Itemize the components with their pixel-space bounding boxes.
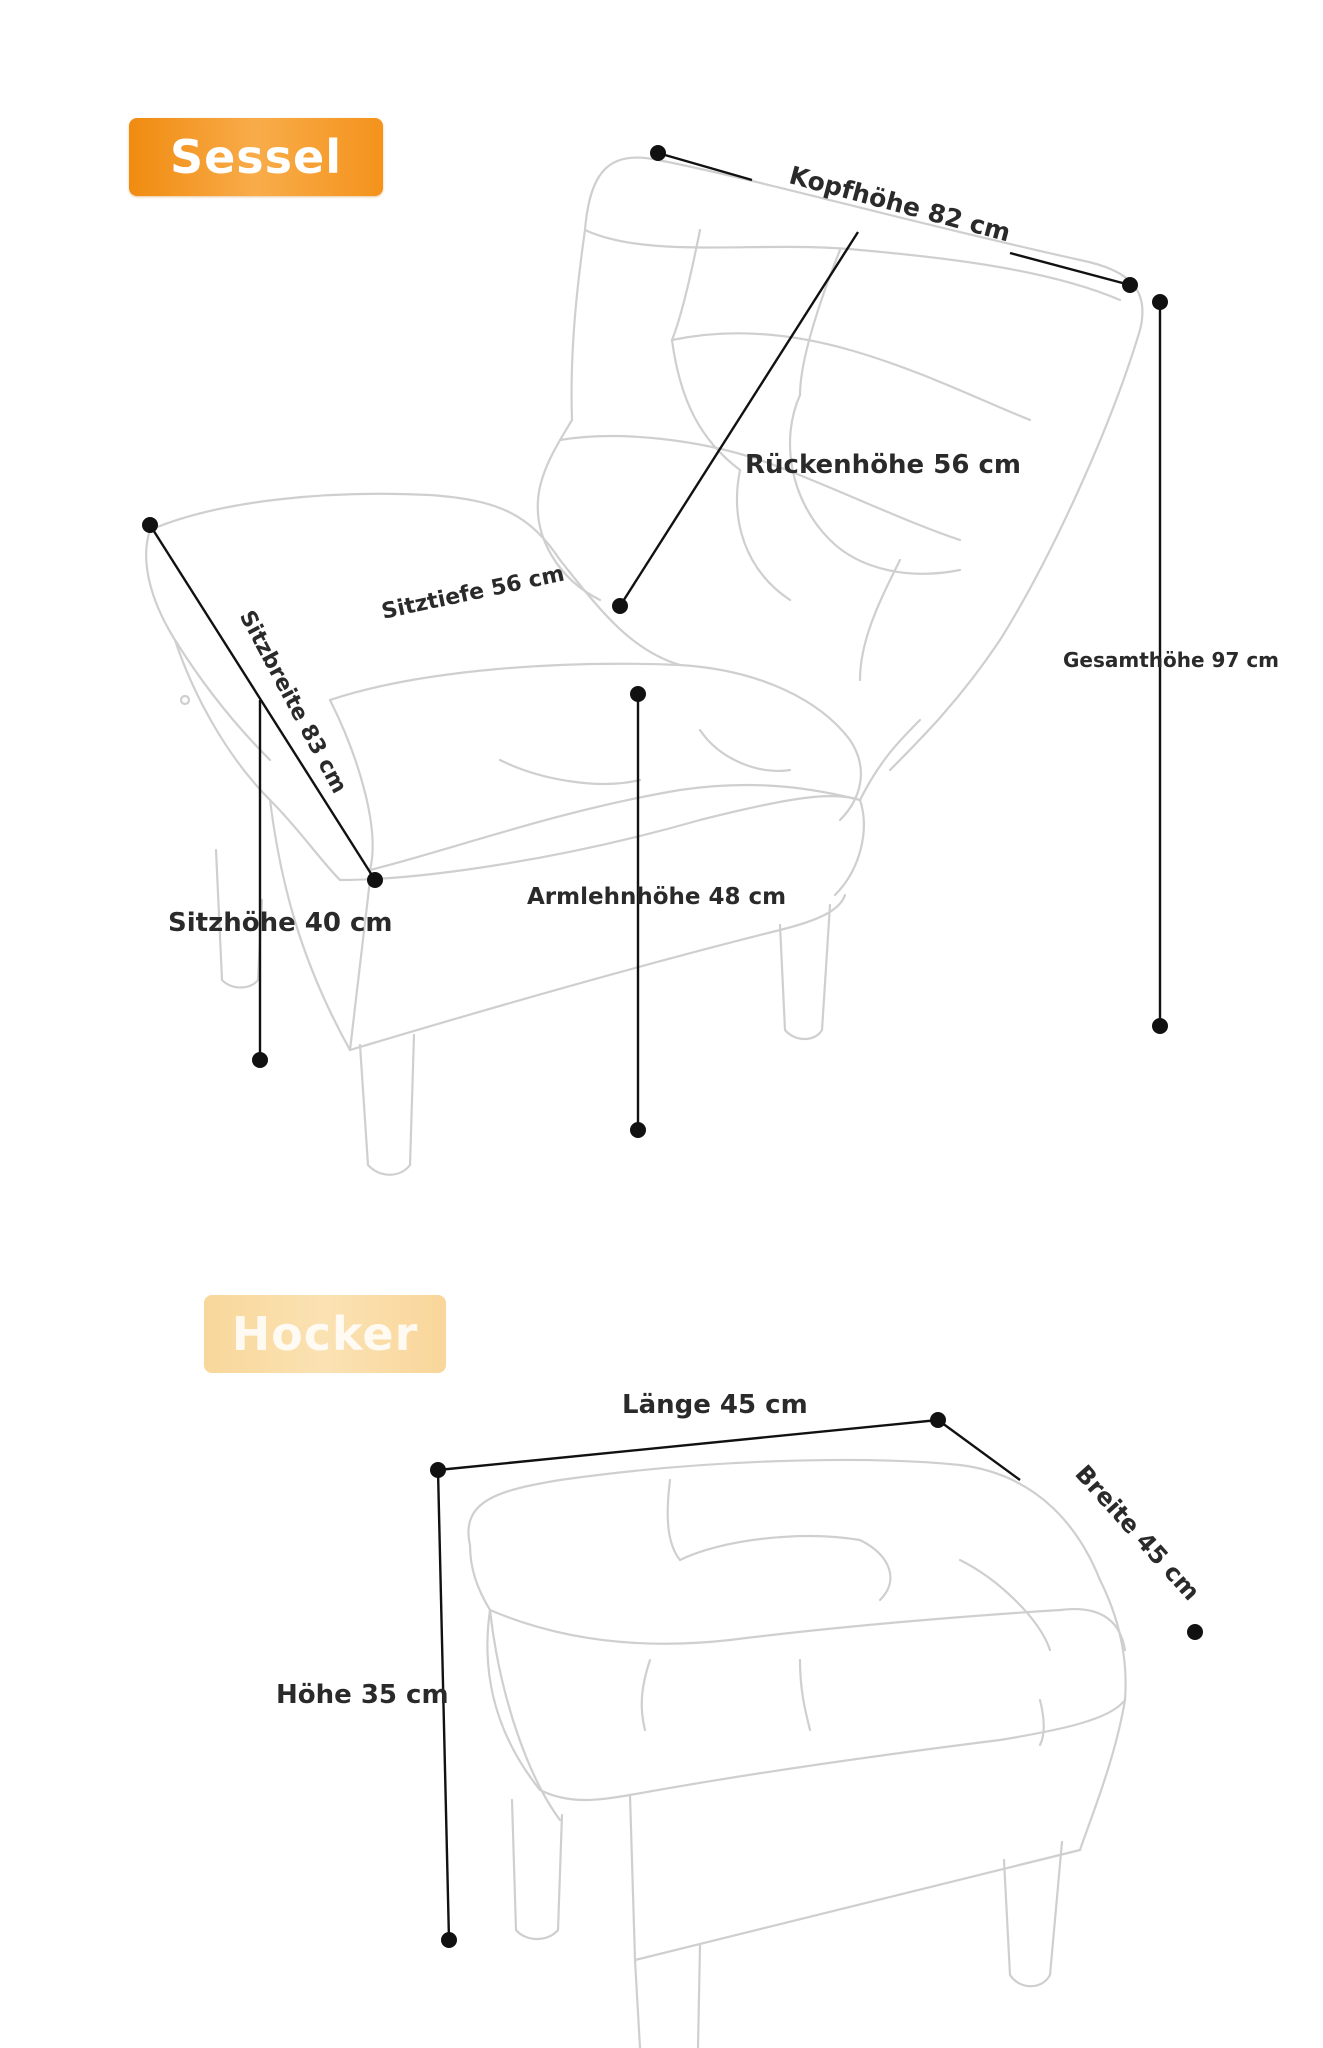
gesamthoehe-label: Gesamthöhe 97 cm	[1063, 648, 1280, 672]
endpoint-dot	[650, 145, 666, 161]
endpoint-dot	[1187, 1624, 1203, 1640]
endpoint-dot	[252, 1052, 268, 1068]
rueckenhoehe-label: Rückenhöhe 56 cm	[745, 450, 1021, 480]
endpoint-dot	[630, 686, 646, 702]
sitzhoehe-label: Sitzhöhe 40 cm	[168, 908, 393, 938]
ottoman-outline	[467, 1458, 1127, 2048]
hoehe-label: Höhe 35 cm	[276, 1680, 449, 1710]
dimension-endpoints	[142, 145, 1203, 1948]
hoehe-line	[436, 1469, 451, 1941]
armchair-outline	[145, 156, 1144, 1176]
sessel-title-badge: Sessel	[129, 118, 383, 196]
endpoint-dot	[612, 598, 628, 614]
endpoint-dot	[367, 872, 383, 888]
sessel-title: Sessel	[169, 130, 343, 184]
endpoint-dot	[142, 517, 158, 533]
endpoint-dot	[1152, 294, 1168, 310]
rueckenhoehe-line	[618, 231, 860, 607]
hocker-title-badge: Hocker	[204, 1295, 446, 1373]
sitzbreite-line	[148, 524, 377, 881]
kopfhoehe-line-b	[1009, 251, 1131, 287]
dimension-lines	[148, 151, 1162, 1941]
endpoint-dot	[630, 1122, 646, 1138]
kopfhoehe-line-a	[657, 151, 753, 182]
breite-line	[937, 1419, 1021, 1481]
laenge-line	[437, 1418, 939, 1472]
hocker-title: Hocker	[231, 1307, 419, 1361]
endpoint-dot	[1152, 1018, 1168, 1034]
armlehnhoehe-label: Armlehnhöhe 48 cm	[527, 884, 787, 910]
laenge-label: Länge 45 cm	[622, 1390, 808, 1420]
endpoint-dot	[430, 1462, 446, 1478]
endpoint-dot	[441, 1932, 457, 1948]
endpoint-dot	[1122, 277, 1138, 293]
endpoint-dot	[930, 1412, 946, 1428]
